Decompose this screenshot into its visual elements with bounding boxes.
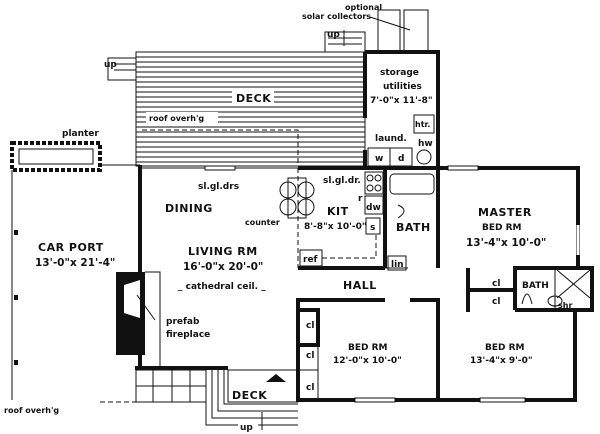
heater: htr.: [415, 120, 430, 129]
up-label: up: [327, 30, 340, 40]
dining-label: DINING: [165, 202, 213, 215]
fireplace-label: prefab: [166, 317, 200, 327]
hall-label: HALL: [343, 279, 377, 292]
sliding-door-label: sl.gl.dr.: [323, 176, 361, 186]
fireplace-label: fireplace: [166, 330, 210, 340]
bedroom-label: BED RM: [348, 343, 388, 353]
kitchen-dimensions: 8'-8"x 10'-0": [304, 222, 367, 232]
counter-label: counter: [245, 218, 280, 227]
laundry-label: laund.: [375, 134, 407, 144]
range-label: r: [358, 194, 363, 204]
fireplace: [116, 271, 161, 368]
counter: [279, 177, 315, 219]
linen-label: lin: [391, 260, 404, 270]
closet-label: cl: [306, 351, 314, 361]
cathedral-ceiling-label: _ cathedral ceil. _: [178, 282, 266, 292]
closet-label: cl: [492, 297, 500, 307]
top-stairs: [324, 30, 366, 52]
walls: [11, 165, 594, 403]
refrigerator-label: ref: [303, 255, 318, 265]
solar-label: optional: [345, 3, 382, 12]
up-label: up: [104, 60, 117, 70]
closet-label: cl: [306, 321, 314, 331]
sink-label: s: [370, 223, 375, 233]
bedroom-dimensions: 12'-0"x 10'-0": [333, 356, 402, 366]
storage-label: storage: [380, 68, 419, 78]
storage-room: [363, 50, 440, 168]
solar-collectors: [369, 9, 429, 53]
solar-label: solar collectors: [302, 12, 371, 21]
storage-dimensions: 7'-0"x 11'-8": [370, 96, 433, 106]
bedroom-label: BED RM: [485, 343, 525, 353]
up-label: up: [240, 423, 253, 433]
hot-water: hw: [418, 139, 433, 149]
sliding-doors-label: sl.gl.drs: [198, 182, 239, 192]
dishwasher-label: dw: [366, 203, 381, 213]
planter: [10, 141, 140, 172]
bath-fixtures: [397, 204, 591, 307]
storage-label: utilities: [383, 82, 422, 92]
washer: w: [375, 154, 383, 164]
kitchen-label: KIT: [327, 205, 349, 218]
master-bedroom-dimensions: 13'-4"x 10'-0": [466, 237, 546, 249]
planter-label: planter: [62, 129, 99, 139]
shower-label: shr: [558, 301, 572, 310]
carport-label: CAR PORT: [38, 241, 104, 254]
living-room-dimensions: 16'-0"x 20'-0": [183, 261, 263, 273]
master-bedroom-label: BED RM: [482, 223, 522, 233]
closet-label: cl: [492, 279, 500, 289]
kitchen-fixtures: [299, 171, 435, 267]
deck: [135, 51, 366, 167]
bedroom-dimensions: 13'-4"x 9'-0": [470, 356, 533, 366]
master-bedroom-label: MASTER: [478, 206, 532, 219]
dryer: d: [398, 154, 404, 164]
bath-label: BATH: [396, 221, 431, 234]
roof-overhang-label: roof overh'g: [149, 114, 204, 123]
living-room-label: LIVING RM: [188, 245, 258, 258]
bottom-deck: [205, 369, 299, 430]
carport-dimensions: 13'-0"x 21'-4": [35, 257, 115, 269]
deck-label: DECK: [236, 92, 271, 105]
deck-label: DECK: [232, 389, 267, 402]
stone-patio: [135, 369, 207, 403]
roof-overhang-label: roof overh'g: [4, 406, 59, 415]
left-stairs: [107, 57, 136, 81]
bath-label: BATH: [522, 281, 549, 291]
closet-label: cl: [306, 383, 314, 393]
